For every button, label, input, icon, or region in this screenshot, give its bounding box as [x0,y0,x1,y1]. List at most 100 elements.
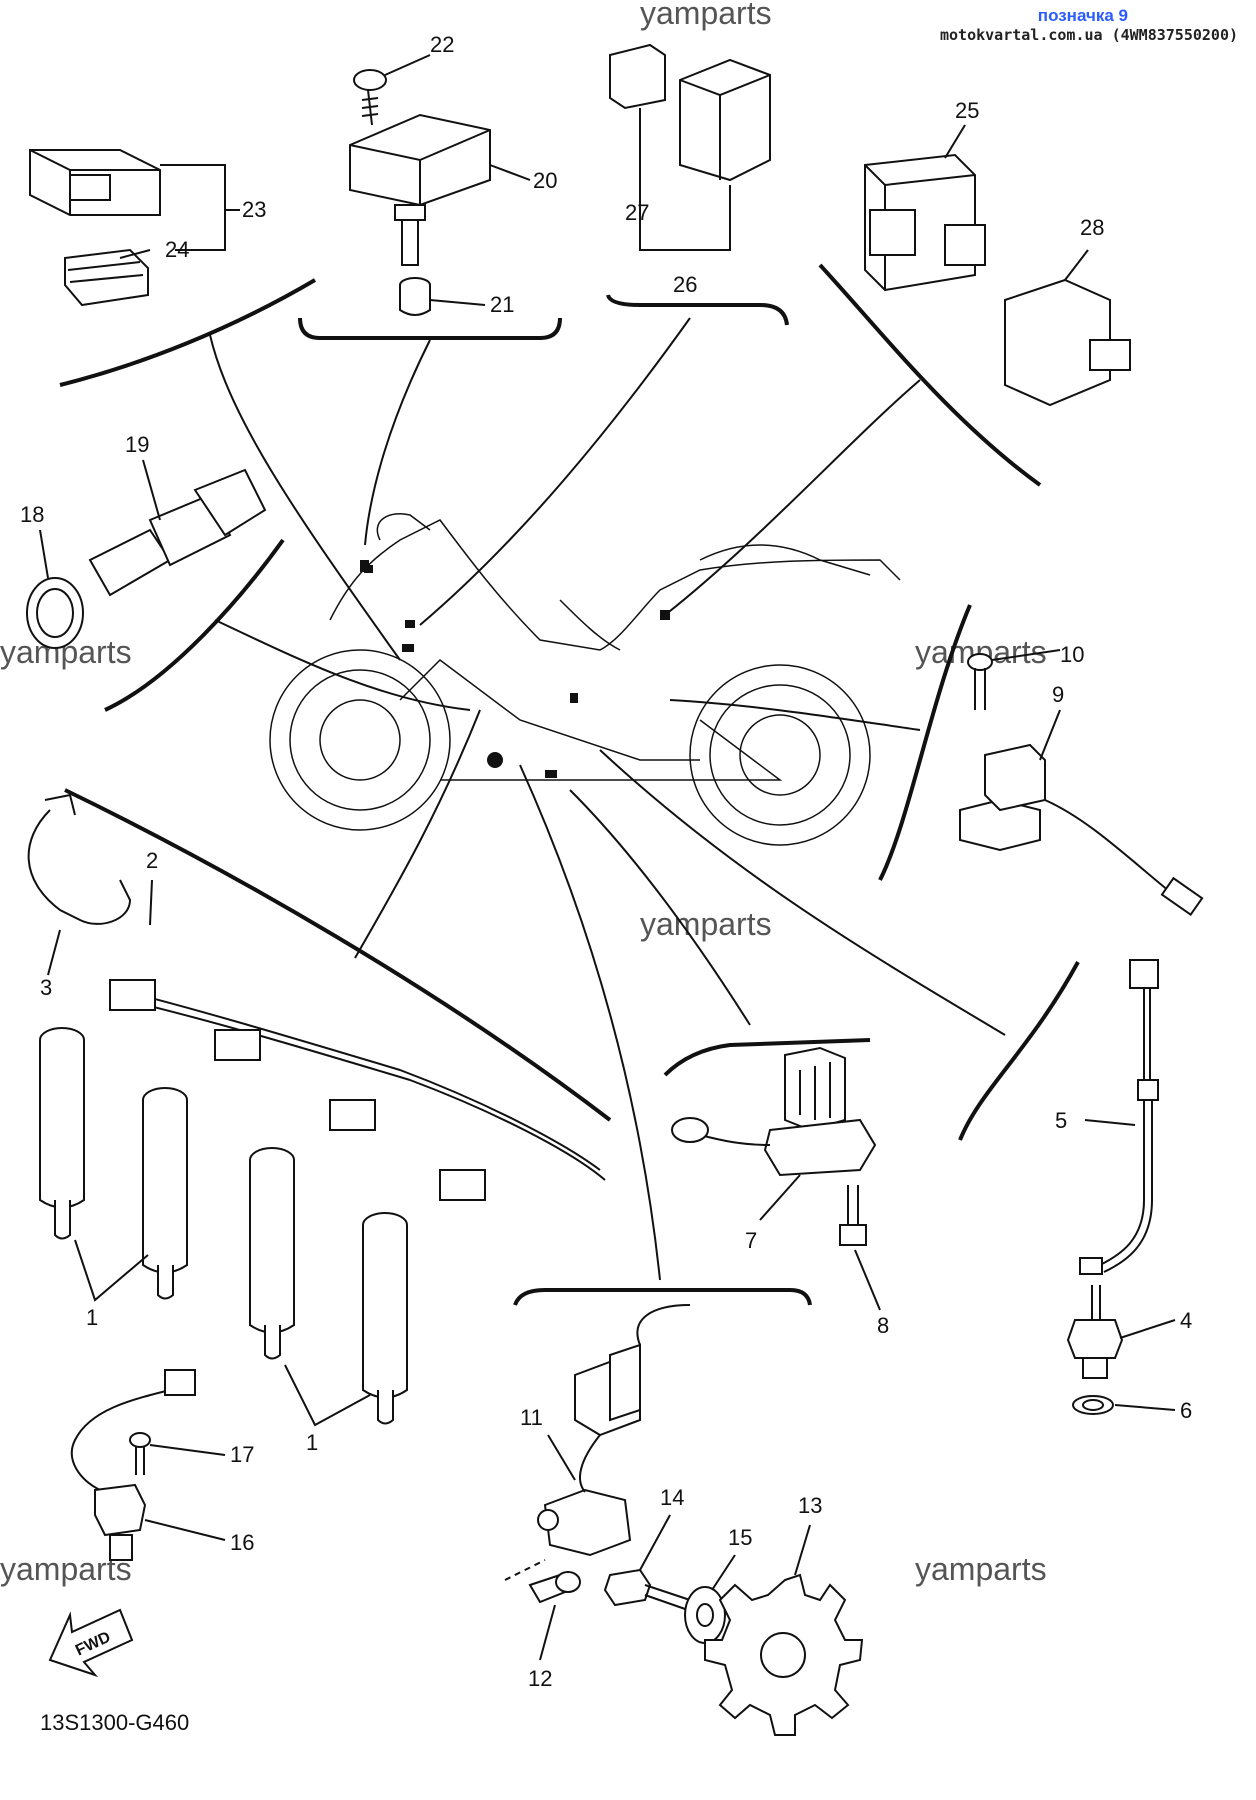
callout-line-18 [39,529,49,579]
timing-rotor-13 [704,1573,864,1736]
callout-27: 27 [625,200,649,225]
callout-line-4 [1119,1319,1176,1339]
callout-line-20 [489,164,531,181]
grommet-21 [399,277,431,316]
callout-line-21 [429,299,486,306]
callout-line-9 [1039,709,1061,761]
callout-5: 5 [1055,1108,1067,1133]
callout-23: 23 [242,197,266,222]
speed-sensor-9 [959,743,1204,917]
callout-13: 13 [798,1493,822,1518]
diagram-code: 13S1300-G460 [40,1710,189,1735]
flasher-28 [1004,278,1131,407]
bolt-10 [967,653,993,710]
callout-line-25 [944,124,966,159]
temp-sensor-19 [88,468,267,597]
callout-line-7 [759,1174,801,1221]
callout-17: 17 [230,1442,254,1467]
callout-2: 2 [146,848,158,873]
washer-6 [1072,1395,1114,1415]
watermark: yamparts [640,906,772,942]
map-sensor-20 [349,113,491,266]
relay-26 [679,58,771,182]
callout-20: 20 [533,168,557,193]
callout-line-19 [142,459,161,521]
callout-24: 24 [165,237,189,262]
callout-1a: 1 [86,1305,98,1330]
callout-line-24 [119,249,151,259]
callout-26: 26 [673,272,697,297]
watermark: yamparts [915,1551,1047,1587]
callout-line-16 [144,1519,226,1541]
callout-line-14 [639,1514,671,1571]
callout-line-23 [160,164,240,251]
bolt-8 [839,1185,867,1246]
callout-14: 14 [660,1485,684,1510]
assembly-dashed-line [504,1559,546,1581]
ignition-coil-1b [142,1087,188,1300]
washer-18 [26,577,84,649]
callout-line-8 [854,1249,881,1311]
sensor-16 [70,1369,196,1561]
callout-9: 9 [1052,682,1064,707]
bolt-12 [528,1571,581,1604]
callout-line-15 [711,1554,736,1591]
callout-11: 11 [520,1405,543,1430]
sensor-11 [537,1304,691,1557]
motorcycle-outline [269,513,901,846]
ignition-coil-1d [362,1212,408,1425]
ignition-coil-1c [249,1147,295,1360]
callout-line-6 [1114,1404,1176,1411]
callout-19: 19 [125,432,149,457]
bolt-17 [129,1432,151,1475]
fwd-arrow-icon: FWD [48,1608,134,1678]
callout-line-12 [539,1604,556,1661]
callout-3: 3 [40,975,52,1000]
bolt-14 [603,1568,691,1611]
callout-25: 25 [955,98,979,123]
connector-27 [609,43,666,110]
callout-line-10 [991,649,1061,661]
callout-line-13 [794,1524,811,1576]
callout-28: 28 [1080,215,1104,240]
callout-8: 8 [877,1313,889,1338]
callout-7: 7 [745,1228,757,1253]
header-title: позначка 9 [1037,6,1128,25]
callout-line-1b [284,1364,371,1427]
callout-line-11 [547,1434,576,1481]
connector-24 [64,248,149,307]
wire-harness-2 [109,979,606,1201]
callout-18: 18 [20,502,44,527]
leader-lines [209,317,1006,1281]
clamp-3 [27,793,132,925]
sensor-4 [1066,1285,1124,1379]
group-brackets [59,263,1080,1306]
callout-line-22 [384,54,431,76]
callout-21: 21 [490,292,514,317]
callout-line-5 [1084,1119,1136,1126]
callout-12: 12 [528,1666,552,1691]
callout-line-28 [1064,249,1089,281]
callout-line-2 [149,879,153,926]
callout-4: 4 [1180,1308,1192,1333]
cable-5 [1079,959,1159,1275]
callout-1b: 1 [306,1430,318,1455]
unit-25 [864,153,986,292]
callout-22: 22 [430,32,454,57]
callout-line-26 [639,108,731,251]
callout-line-17 [149,1444,226,1456]
bolt-22 [353,69,387,126]
sensor-7 [671,1046,877,1177]
callout-16: 16 [230,1530,254,1555]
callout-15: 15 [728,1525,752,1550]
header-source: motokvartal.com.ua (4WM837550200) [939,26,1238,44]
connector-23 [29,149,161,216]
watermark: yamparts [640,0,772,31]
callout-line-3 [47,929,61,976]
callout-10: 10 [1060,642,1084,667]
washer-15 [684,1586,726,1644]
callout-6: 6 [1180,1398,1192,1423]
callout-line-1a [74,1239,149,1302]
ignition-coil-1a [39,1027,85,1240]
